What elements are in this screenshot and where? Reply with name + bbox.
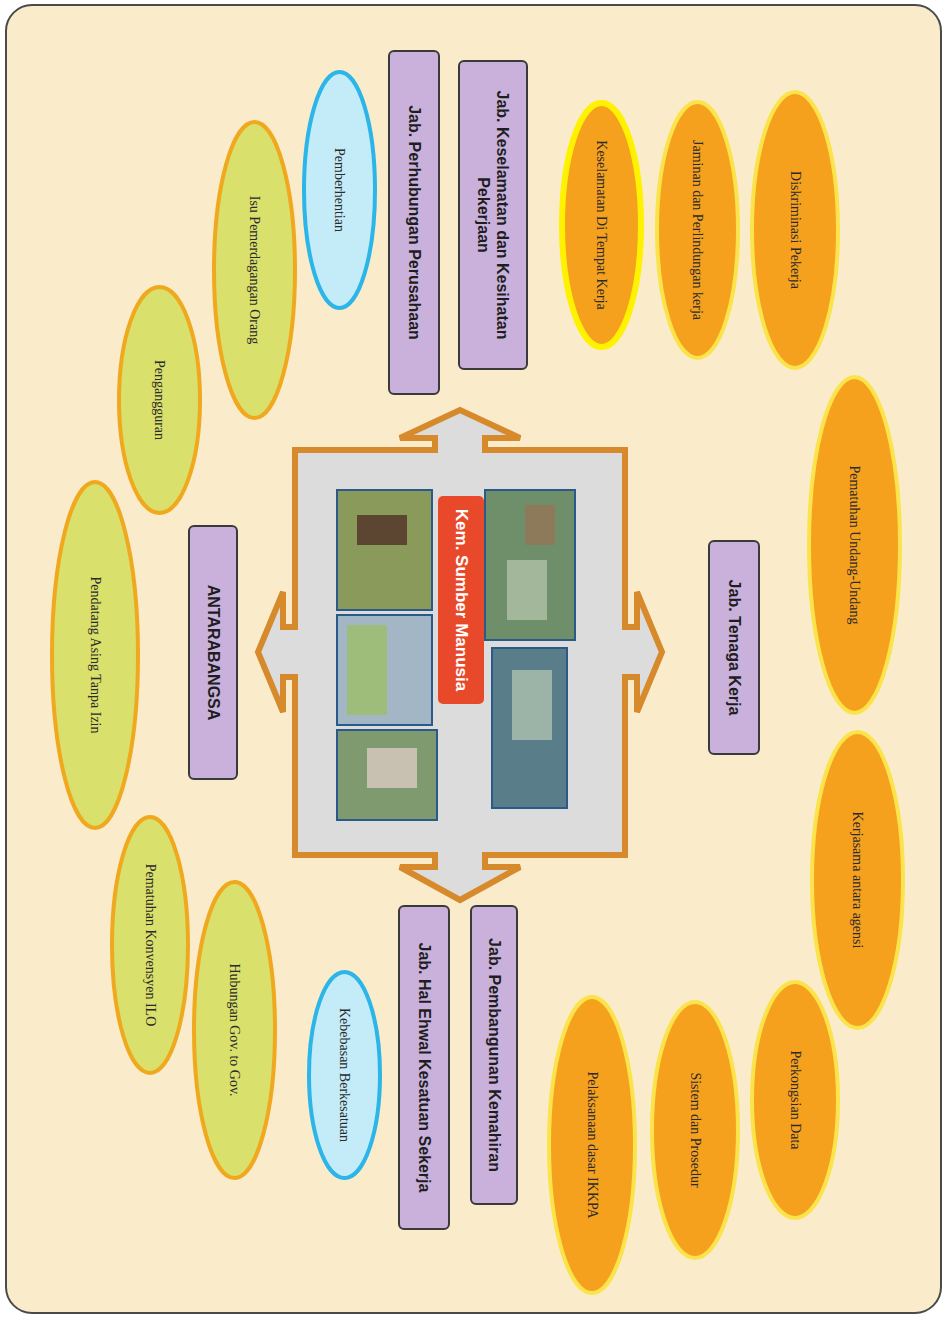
department-box: Jab. Perhubungan Perusahaan xyxy=(388,50,440,395)
node-label: Jab. Perhubungan Perusahaan xyxy=(404,105,423,340)
node-label: Jab. Hal Ehwal Kesatuan Sekerja xyxy=(414,943,433,1193)
topic-oval: Keselamatan Di Tempat Kerja xyxy=(559,100,644,350)
topic-oval: Kerjasama antara agensi xyxy=(810,730,905,1030)
department-box: Jab. Hal Ehwal Kesatuan Sekerja xyxy=(398,905,450,1230)
node-label: Jaminan dan Perlindungan kerja xyxy=(689,140,707,320)
department-box: Jab. Tenaga Kerja xyxy=(708,540,760,755)
topic-oval: Pematuhan Konvensyen ILO xyxy=(110,815,190,1075)
topic-oval: Pelaksanaan dasar IKKPA xyxy=(547,995,637,1295)
outer-panel xyxy=(6,5,941,1313)
topic-oval: Pematuhan Undang-Undang xyxy=(807,375,902,715)
node-label: ANTARABANGSA xyxy=(203,585,222,721)
photo-collage xyxy=(337,490,575,820)
node-label: Sistem dan Prosedur xyxy=(686,1072,704,1187)
topic-oval: Pendatang Asing Tanpa Izin xyxy=(50,480,140,830)
topic-oval: Jaminan dan Perlindungan kerja xyxy=(655,100,740,360)
department-box: Jab. Pembangunan Kemahiran xyxy=(470,905,518,1205)
node-label: Pematuhan Undang-Undang xyxy=(846,465,864,624)
node-label: Pendatang Asing Tanpa Izin xyxy=(86,576,104,733)
topic-oval: Pemberhentian xyxy=(302,70,377,310)
node-label: Pemberhentian xyxy=(331,148,349,232)
central-arrow-frame xyxy=(258,410,662,900)
ministry-title: Kem. Sumber Manusia xyxy=(438,496,484,704)
node-label: Jab. Keselamatan dan Kesihatan Pekerjaan xyxy=(474,72,512,358)
node-label: Diskriminasi Pekerja xyxy=(786,171,804,289)
node-label: Hubungan Gov. to Gov. xyxy=(226,963,244,1096)
topic-oval: Hubungan Gov. to Gov. xyxy=(192,880,277,1180)
node-label: Perkongsian Data xyxy=(786,1050,804,1149)
department-box: Jab. Keselamatan dan Kesihatan Pekerjaan xyxy=(458,60,528,370)
node-label: Jab. Pembangunan Kemahiran xyxy=(484,938,503,1172)
node-label: Pematuhan Konvensyen ILO xyxy=(141,864,159,1027)
topic-oval: Diskriminasi Pekerja xyxy=(750,90,840,370)
topic-oval: Isu Pemerdagangan Orang xyxy=(212,120,297,420)
node-label: Pengangguran xyxy=(151,360,169,440)
topic-oval: Kebebasan Berkesatuan xyxy=(307,970,382,1180)
topic-oval: Sistem dan Prosedur xyxy=(650,1000,740,1260)
node-label: Kem. Sumber Manusia xyxy=(451,509,471,691)
node-label: Keselamatan Di Tempat Kerja xyxy=(593,140,611,309)
node-label: Pelaksanaan dasar IKKPA xyxy=(583,1071,601,1218)
topic-oval: Pengangguran xyxy=(117,285,202,515)
department-box: ANTARABANGSA xyxy=(188,525,238,780)
node-label: Kerjasama antara agensi xyxy=(849,812,867,949)
node-label: Jab. Tenaga Kerja xyxy=(724,580,743,716)
topic-oval: Perkongsian Data xyxy=(750,980,840,1220)
node-label: Isu Pemerdagangan Orang xyxy=(246,196,264,345)
node-label: Kebebasan Berkesatuan xyxy=(336,1008,354,1142)
